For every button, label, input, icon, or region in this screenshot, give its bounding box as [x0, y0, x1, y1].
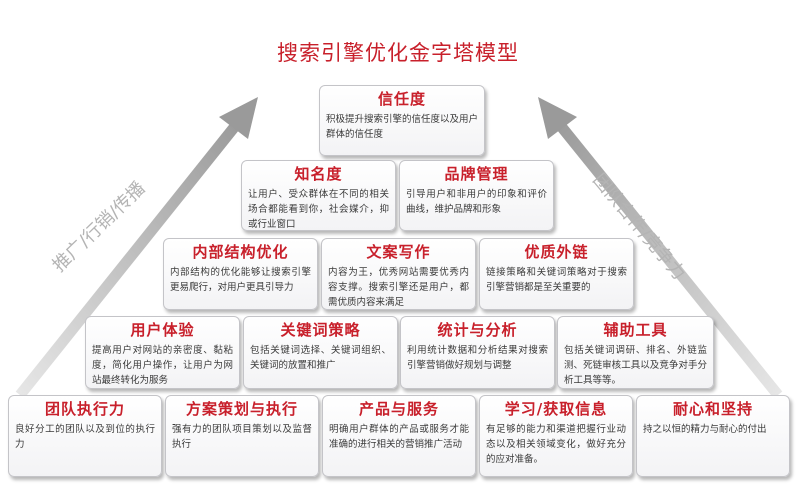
block-description: 引导用户和非用户的印象和评价曲线，维护品牌和形象	[406, 189, 547, 215]
block-description: 明确用户群体的产品或服务才能准确的进行相关的营销推广活动	[329, 424, 469, 450]
block-description: 提高用户对网站的亲密度、黏粘度，简化用户操作，让用户为网站最终转化为服务	[92, 345, 233, 386]
block-title: 文案写作	[366, 243, 431, 261]
block-title: 学习/获取信息	[504, 400, 608, 418]
pyramid-block-quality-backlinks: 优质外链 链接策略和关键词策略对于搜索引擎营销都是至关重要的	[479, 238, 634, 310]
block-title: 团队执行力	[44, 400, 125, 418]
block-title: 用户体验	[130, 321, 195, 339]
block-description: 让用户、受众群体在不同的相关场合都能看到你，社会媒介，抑或行业窗口	[248, 189, 389, 230]
block-title: 品牌管理	[444, 165, 509, 183]
pyramid-block-team-execution: 团队执行力 良好分工的团队以及到位的执行力	[8, 395, 162, 477]
pyramid-block-internal-structure: 内部结构优化 内部结构的优化能够让搜索引擎更易爬行，对用户更具引导力	[163, 238, 318, 310]
pyramid-block-keyword-strategy: 关键词策略 包括关键词选择、关键词组织、关键词的放置和推广	[243, 316, 398, 389]
pyramid-block-brand-management: 品牌管理 引导用户和非用户的印象和评价曲线，维护品牌和形象	[399, 160, 554, 231]
pyramid-block-copywriting: 文案写作 内容为王，优秀网站需要优秀内容支撑。搜索引擎还是用户，都需优质内容来满…	[321, 238, 476, 310]
block-description: 内容为王，优秀网站需要优秀内容支撑。搜索引擎还是用户，都需优质内容来满足	[328, 267, 469, 308]
block-description: 内部结构的优化能够让搜索引擎更易爬行，对用户更具引导力	[170, 267, 311, 293]
pyramid-block-learning: 学习/获取信息 有足够的能力和渠道把握行业动态以及相关领域变化，做好充分的应对准…	[479, 395, 633, 477]
block-title: 辅助工具	[603, 321, 668, 339]
pyramid-block-patience: 耐心和坚持 持之以恒的精力与耐心的付出	[636, 395, 790, 477]
block-description: 有足够的能力和渠道把握行业动态以及相关领域变化，做好充分的应对准备。	[486, 424, 626, 465]
block-description: 持之以恒的精力与耐心的付出	[643, 424, 767, 435]
pyramid-block-awareness: 知名度 让用户、受众群体在不同的相关场合都能看到你，社会媒介，抑或行业窗口	[241, 160, 396, 231]
pyramid-block-user-experience: 用户体验 提高用户对网站的亲密度、黏粘度，简化用户操作，让用户为网站最终转化为服…	[85, 316, 240, 389]
page-title: 搜索引擎优化金字塔模型	[277, 41, 519, 65]
block-title: 优质外链	[524, 243, 589, 261]
block-description: 包括关键词选择、关键词组织、关键词的放置和推广	[250, 345, 391, 371]
pyramid-block-statistics-analysis: 统计与分析 利用统计数据和分析结果对搜索引擎营销做好规划与调整	[400, 316, 555, 389]
block-title: 方案策划与执行	[185, 400, 298, 418]
block-title: 关键词策略	[280, 321, 361, 339]
block-description: 强有力的团队项目策划以及监督执行	[172, 424, 312, 450]
pyramid-block-product-service: 产品与服务 明确用户群体的产品或服务才能准确的进行相关的营销推广活动	[322, 395, 476, 477]
right-arrow	[538, 97, 783, 399]
left-arrow	[15, 97, 258, 399]
block-description: 积极提升搜索引擎的信任度以及用户群体的信任度	[326, 114, 479, 140]
block-title: 知名度	[294, 165, 343, 183]
pyramid-block-auxiliary-tools: 辅助工具 包括关键词调研、排名、外链监测、死链审核工具以及竞争对手分析工具等等。	[557, 316, 714, 389]
block-title: 耐心和坚持	[672, 400, 753, 418]
block-title: 统计与分析	[437, 321, 518, 339]
block-title: 产品与服务	[358, 400, 439, 418]
pyramid-block-trust: 信任度 积极提升搜索引擎的信任度以及用户群体的信任度	[319, 85, 485, 156]
block-description: 利用统计数据和分析结果对搜索引擎营销做好规划与调整	[407, 345, 548, 371]
block-description: 链接策略和关键词策略对于搜索引擎营销都是至关重要的	[486, 267, 627, 293]
block-title: 内部结构优化	[192, 243, 289, 261]
block-description: 良好分工的团队以及到位的执行力	[15, 424, 155, 450]
block-title: 信任度	[377, 90, 426, 108]
block-description: 包括关键词调研、排名、外链监测、死链审核工具以及竞争对手分析工具等等。	[564, 345, 707, 386]
pyramid-block-plan-execution: 方案策划与执行 强有力的团队项目策划以及监督执行	[165, 395, 319, 477]
